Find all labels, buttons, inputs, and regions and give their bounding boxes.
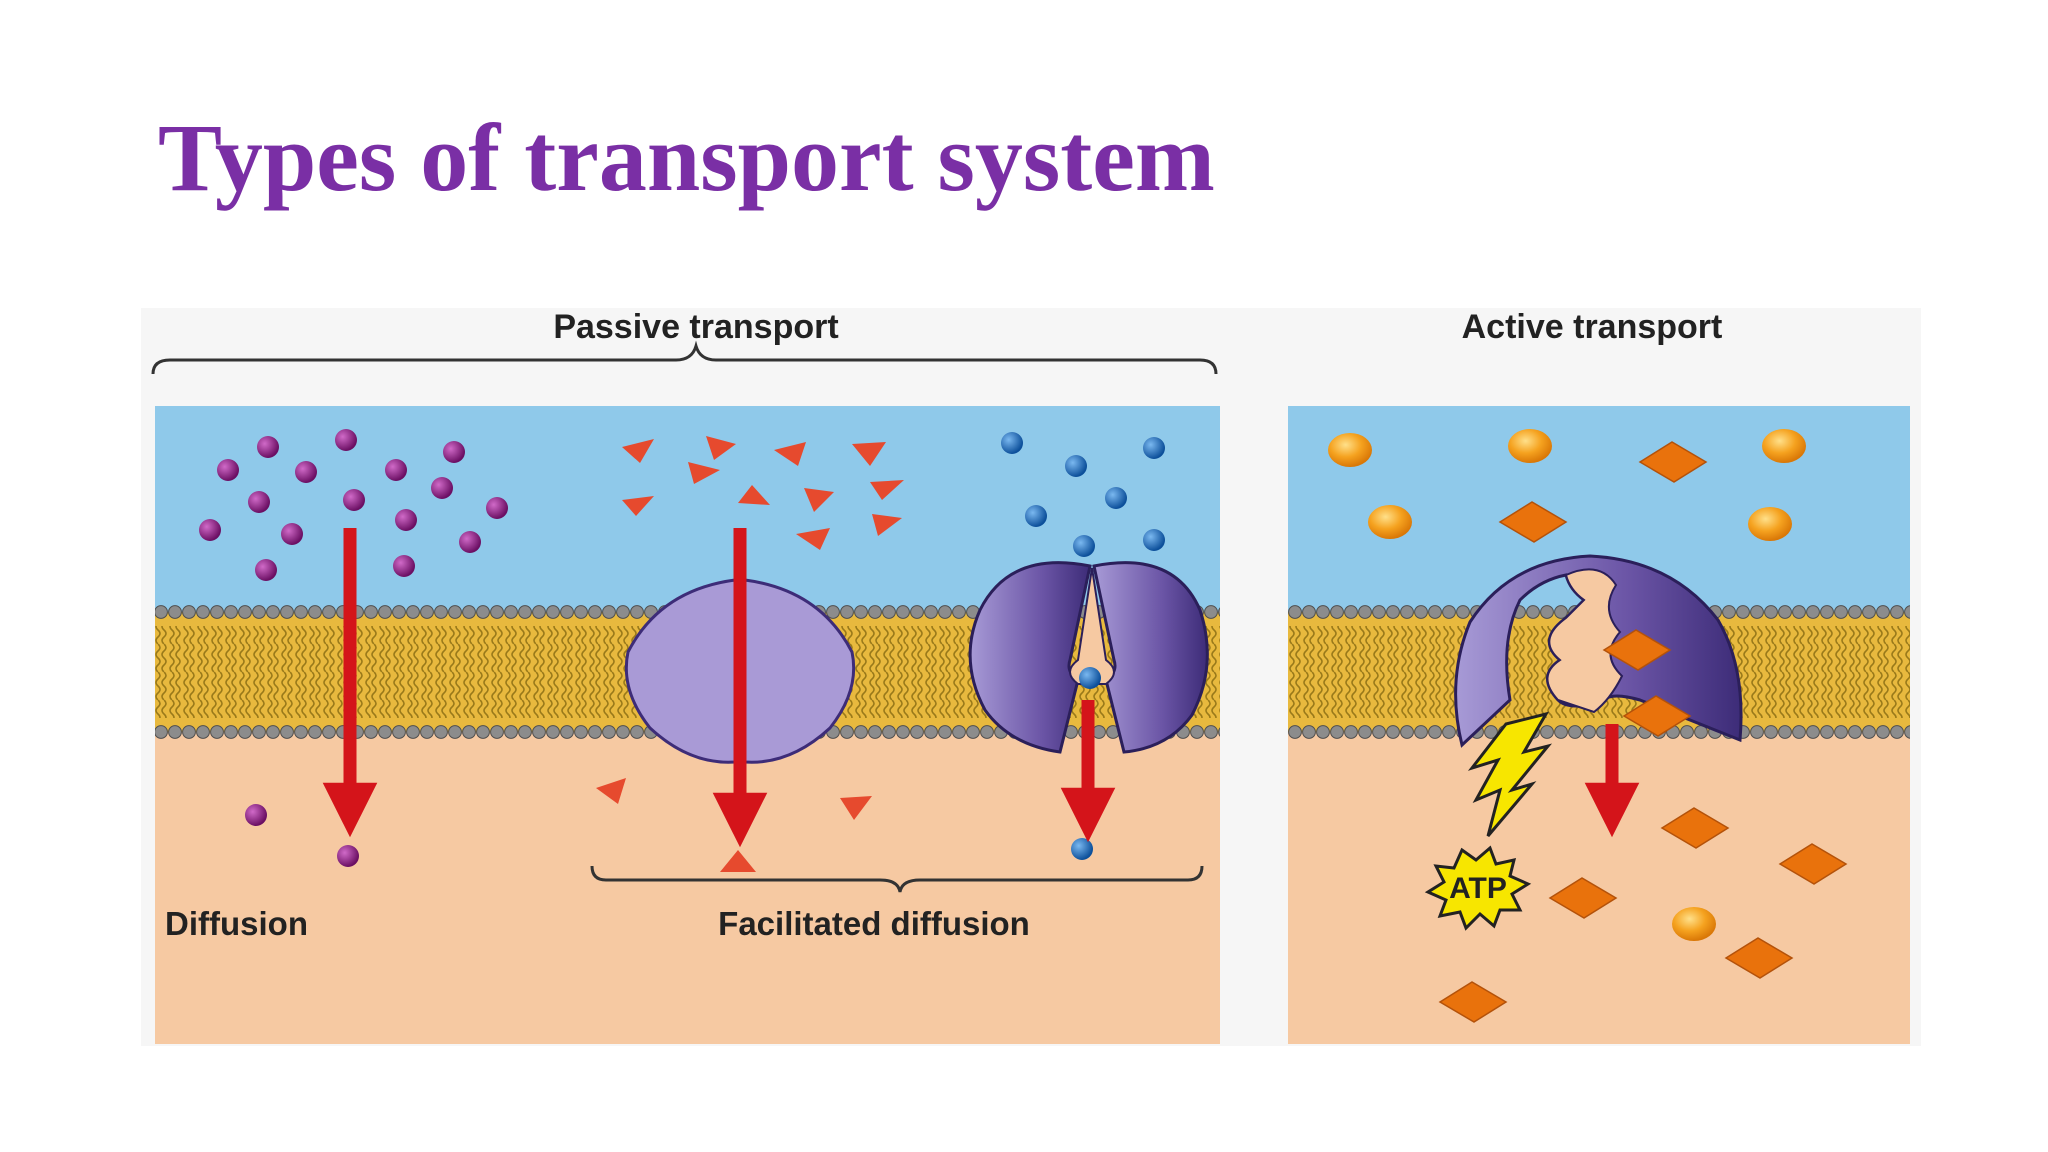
active-panel: ATP	[1288, 406, 1910, 1044]
diffusion-label: Diffusion	[165, 905, 308, 942]
atp-burst	[1424, 845, 1532, 931]
passive-cytoplasm	[155, 732, 1220, 1044]
carrier-protein	[968, 561, 1209, 754]
passive-transport-heading: Passive transport	[553, 308, 838, 346]
lightning-bolt	[1467, 711, 1553, 837]
active-spheres	[1328, 429, 1806, 941]
pump-protein	[1454, 554, 1743, 748]
facilitated-beads	[1001, 432, 1165, 860]
channel-protein	[624, 578, 856, 764]
passive-brace	[151, 340, 1218, 375]
facilitated-triangles	[596, 436, 904, 872]
atp-label: ATP	[1449, 872, 1507, 905]
passive-panel: Diffusion Facilitated diffusion	[155, 406, 1220, 1044]
diffusion-particles	[199, 429, 508, 867]
facilitated-diffusion-label: Facilitated diffusion	[718, 905, 1030, 942]
active-transport-heading: Active transport	[1462, 308, 1723, 346]
slide-title: Types of transport system	[158, 104, 1215, 211]
active-diamonds	[1438, 441, 1848, 1023]
facilitated-brace	[590, 865, 1204, 893]
